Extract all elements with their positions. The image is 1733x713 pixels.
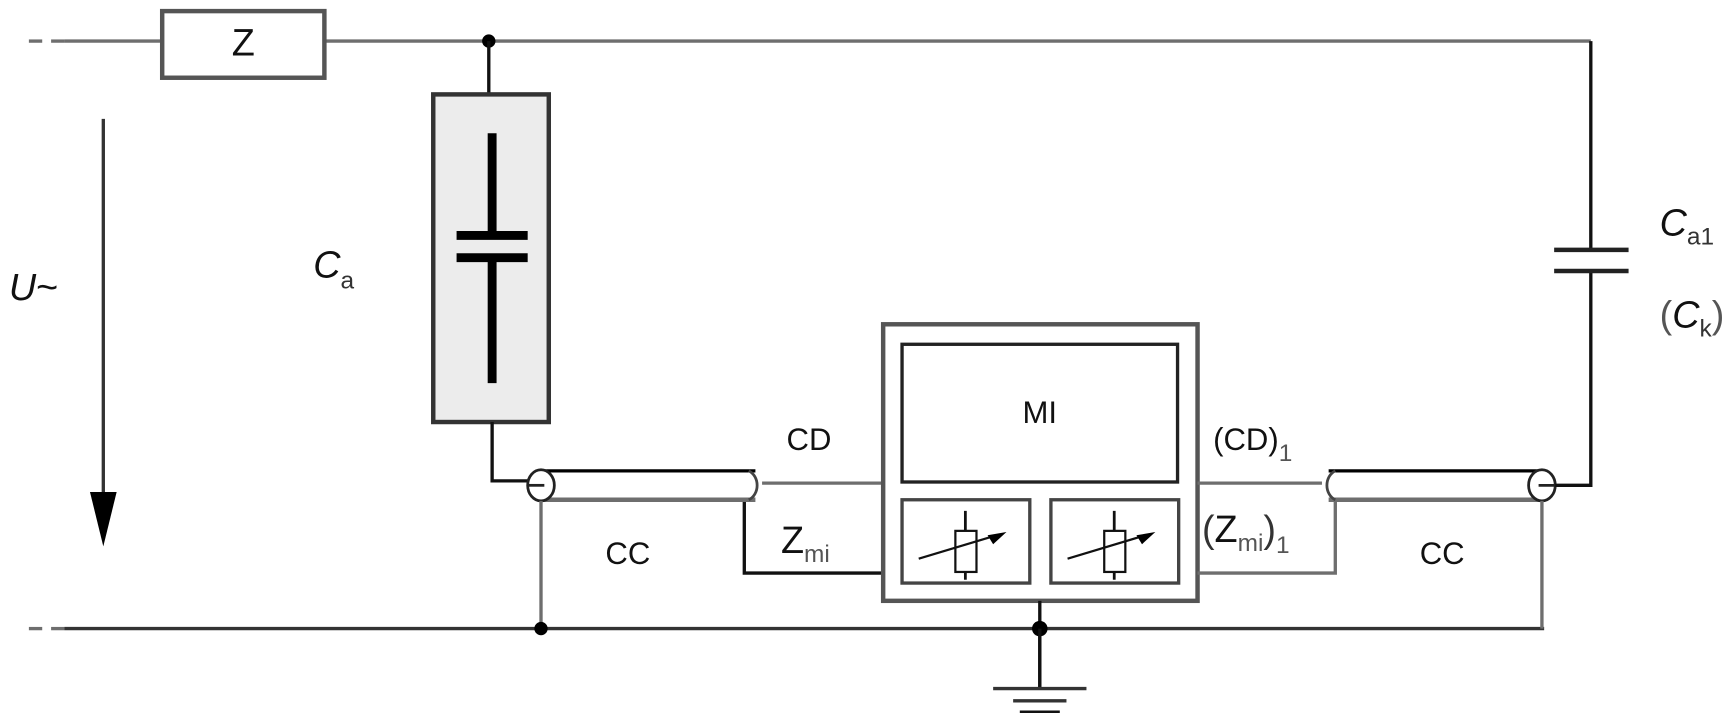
wire <box>1197 501 1337 575</box>
ground-icon <box>993 628 1087 713</box>
wire <box>742 501 884 575</box>
cable-right <box>1325 468 1557 503</box>
resistor-icon <box>1103 529 1127 574</box>
cable-left <box>526 468 759 503</box>
cable-end <box>1325 469 1336 502</box>
mi-label: MI <box>1023 395 1058 430</box>
coupling-capacitor-label: Ca1 <box>1660 202 1714 250</box>
coupling-capacitor-alt-label: (Ck) <box>1660 295 1725 343</box>
impedance-label: Z <box>232 23 255 65</box>
coupling-device-right-label: (CD)1 <box>1213 422 1292 467</box>
resistor-icon <box>954 529 978 574</box>
impedance-box <box>159 8 327 80</box>
coupling-capacitor <box>1554 247 1629 274</box>
variable-arrow-icon <box>1067 534 1146 560</box>
coupling-device-left-impedance: Zmi <box>781 520 830 568</box>
arrow-head-icon <box>1136 531 1156 545</box>
cable-end <box>748 469 759 502</box>
wire <box>1555 272 1593 487</box>
measuring-instrument: MI <box>880 322 1200 604</box>
coupling-device-right-impedance: (Zmi)1 <box>1202 509 1290 559</box>
test-object-label: Ca <box>313 245 354 295</box>
junction-dot <box>534 621 548 636</box>
cable-left-label: CC <box>605 536 650 571</box>
impedance-z: Z <box>159 8 327 80</box>
cable-right-label: CC <box>1420 536 1465 571</box>
junction-dot <box>1032 620 1048 637</box>
arrow-head-icon <box>987 531 1007 545</box>
test-object-ca <box>431 92 552 425</box>
variable-arrow-icon <box>918 534 997 560</box>
voltage-arrow <box>89 118 117 547</box>
arrow-head-icon <box>89 491 117 547</box>
voltage-label: U~ <box>9 267 58 309</box>
wire <box>490 422 534 483</box>
coupling-device-left-label: CD <box>787 422 832 457</box>
mi-display-box <box>900 342 1180 484</box>
